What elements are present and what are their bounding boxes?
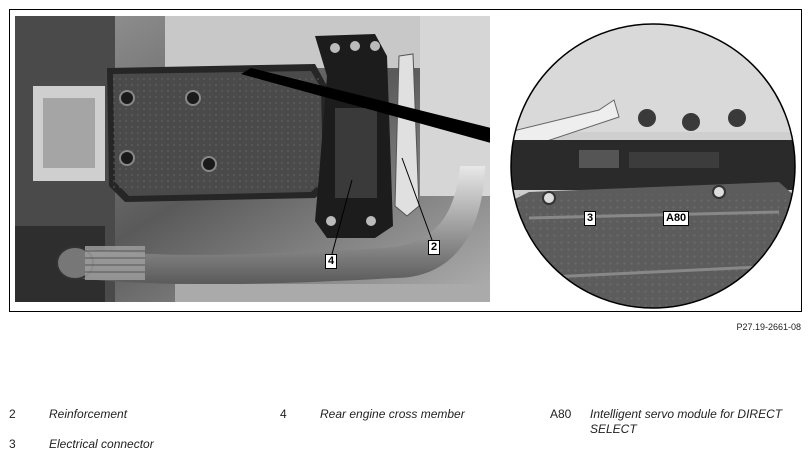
legend-code-3: 3 (9, 437, 16, 451)
callout-2: 2 (428, 240, 441, 255)
callout-3: 3 (584, 211, 597, 226)
callout-4: 4 (325, 254, 338, 269)
callout-a80: A80 (663, 211, 690, 226)
legend-desc-4: Rear engine cross member (320, 407, 465, 421)
legend-code-2: 2 (9, 407, 16, 421)
magnified-detail (510, 23, 796, 309)
figure-reference: P27.19-2661-08 (736, 322, 801, 332)
legend-code-a80: A80 (550, 407, 572, 421)
legend-desc-a80: Intelligent servo module for DIRECT SELE… (590, 407, 783, 436)
legend-desc-3: Electrical connector (49, 437, 154, 451)
legend-code-4: 4 (280, 407, 287, 421)
legend-desc-2: Reinforcement (49, 407, 128, 421)
